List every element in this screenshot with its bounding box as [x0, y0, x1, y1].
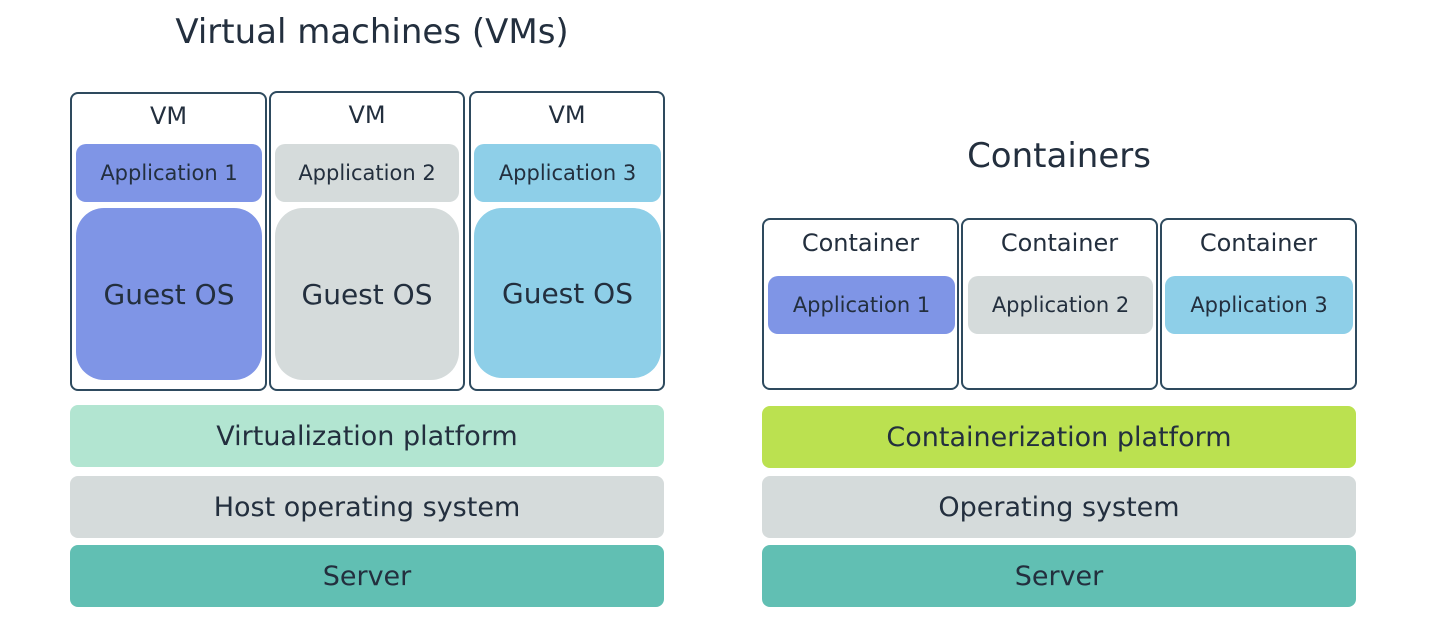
virtualization-platform-layer: Virtualization platform: [70, 405, 664, 467]
container-frame-2: Container Application 2: [961, 218, 1158, 390]
containers-title: Containers: [967, 136, 1151, 176]
container-label: Container: [1199, 229, 1318, 257]
vm-server-layer: Server: [70, 545, 664, 607]
container-frame-3: Container Application 3: [1160, 218, 1357, 390]
host-os-layer: Host operating system: [70, 476, 664, 538]
operating-system-layer: Operating system: [762, 476, 1356, 538]
container-label: Container: [1000, 229, 1119, 257]
vms-title: Virtual machines (VMs): [175, 12, 569, 52]
vm-label: VM: [548, 101, 586, 129]
vm-application-3: Application 3: [474, 144, 661, 202]
vm-application-1: Application 1: [76, 144, 262, 202]
vm-label: VM: [149, 102, 188, 130]
vm-application-2: Application 2: [275, 144, 459, 202]
vm-frame-2: VM Application 2 Guest OS: [269, 91, 465, 391]
container-frame-1: Container Application 1: [762, 218, 959, 390]
container-label: Container: [801, 229, 920, 257]
vm-frame-3: VM Application 3 Guest OS: [469, 91, 665, 391]
vm-guest-os-2: Guest OS: [275, 208, 459, 380]
container-server-layer: Server: [762, 545, 1356, 607]
vm-guest-os-3: Guest OS: [474, 208, 661, 378]
containerization-platform-layer: Containerization platform: [762, 406, 1356, 468]
container-application-1: Application 1: [768, 276, 955, 334]
vm-label: VM: [348, 101, 386, 129]
vm-guest-os-1: Guest OS: [76, 208, 262, 380]
container-application-2: Application 2: [968, 276, 1153, 334]
container-application-3: Application 3: [1165, 276, 1353, 334]
vm-frame-1: VM Application 1 Guest OS: [70, 92, 267, 391]
